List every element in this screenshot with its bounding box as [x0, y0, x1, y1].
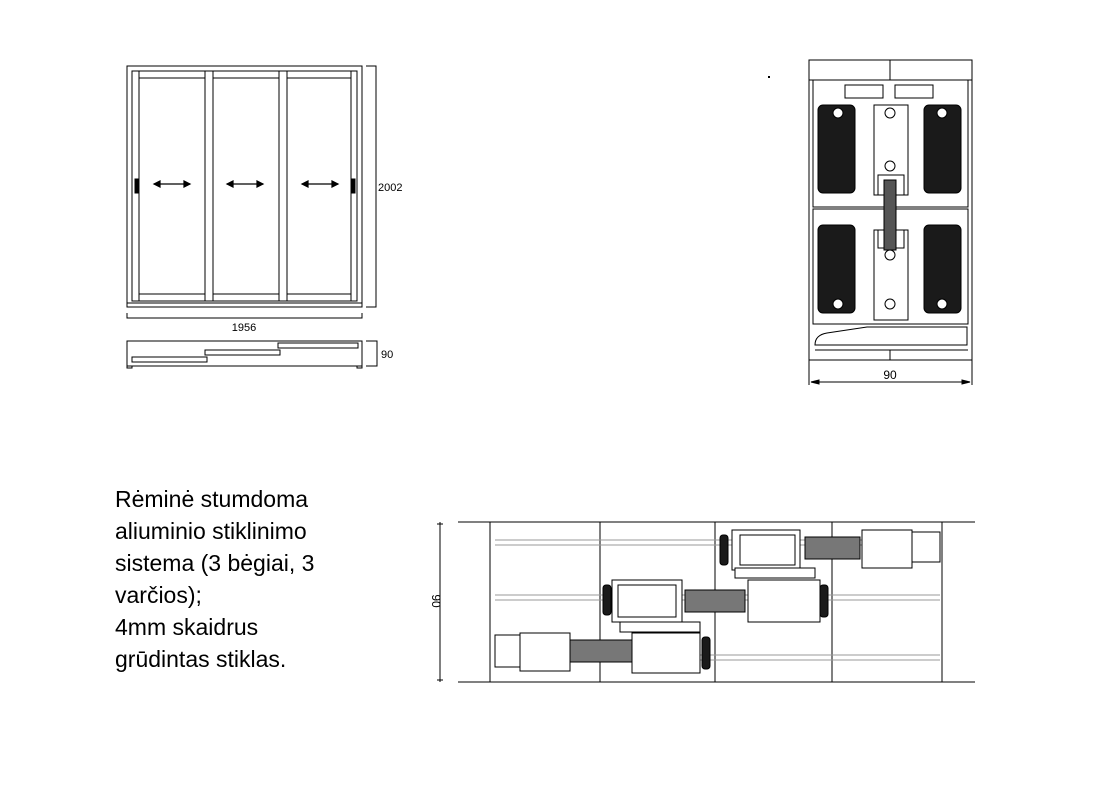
slide-arrow-icon — [300, 180, 340, 188]
section-width-dimension: 90 — [883, 368, 897, 382]
description-line: varčios); — [115, 582, 202, 608]
height-dimension: 2002 — [378, 182, 402, 194]
description-line: grūdintas stiklas. — [115, 646, 287, 672]
handle-icon — [351, 178, 356, 194]
vertical-section — [808, 59, 973, 385]
slide-arrow-icon — [152, 180, 192, 188]
dot — [768, 76, 770, 78]
width-dimension: 1956 — [232, 322, 256, 334]
front-elevation — [126, 65, 378, 369]
handle-icon — [134, 178, 139, 194]
plan-section — [437, 521, 975, 683]
slide-arrow-icon — [225, 180, 265, 188]
description-line: 4mm skaidrus — [115, 614, 259, 640]
product-description: Rėminė stumdoma aliuminio stiklinimo sis… — [115, 483, 395, 675]
plan-depth-dimension: 90 — [429, 594, 443, 608]
depth-dimension: 90 — [381, 349, 393, 361]
description-line: aliuminio stiklinimo — [115, 518, 307, 544]
description-line: Rėminė stumdoma — [115, 486, 309, 512]
description-line: sistema (3 bėgiai, 3 — [115, 550, 315, 576]
